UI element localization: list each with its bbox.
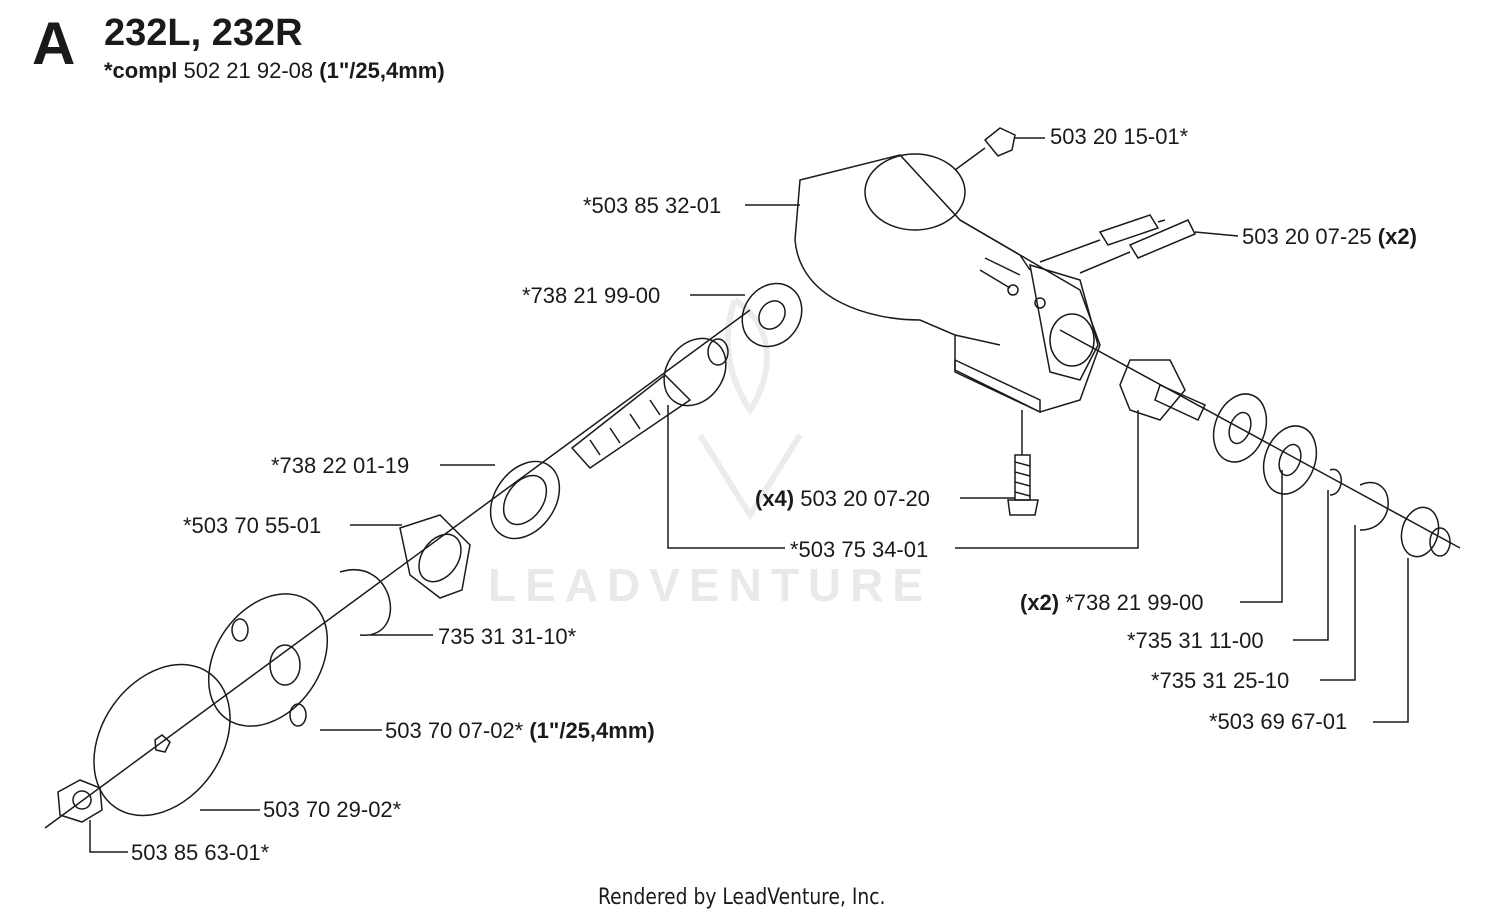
part-label[interactable]: *503 75 34-01 xyxy=(790,539,928,561)
part-number: *503 75 34-01 xyxy=(790,537,929,562)
bearing-right-2-part xyxy=(1262,425,1318,495)
part-label[interactable]: 503 85 63-01* xyxy=(131,842,269,864)
model-title: 232L, 232R xyxy=(104,12,303,54)
leader-lines xyxy=(89,204,1409,853)
thrust-sleeve-part xyxy=(1400,506,1451,558)
compl-size: (1"/25,4mm) xyxy=(319,58,445,83)
footer-credit: Rendered by LeadVenture, Inc. xyxy=(598,885,886,910)
compl-prefix: *compl xyxy=(104,58,178,83)
bottom-screw-part xyxy=(1007,410,1039,516)
cap-screws-part xyxy=(1039,214,1239,274)
part-number: *503 70 55-01 xyxy=(183,513,322,538)
guard-disc-part xyxy=(93,663,231,817)
part-number: *738 22 01-19 xyxy=(271,453,410,478)
retaining-ring-part xyxy=(339,569,392,636)
plug-screw-part xyxy=(954,127,1045,171)
section-letter: A xyxy=(32,10,76,77)
circlip-large-part xyxy=(1359,481,1389,531)
part-number: *735 31 25-10 xyxy=(1151,668,1290,693)
bearing-right-1-part xyxy=(1212,393,1268,463)
part-number: *503 69 67-01 xyxy=(1209,709,1348,734)
part-label[interactable]: *503 69 67-01 xyxy=(1209,711,1347,733)
part-label[interactable]: 503 20 07-25 (x2) xyxy=(1242,226,1417,248)
part-label[interactable]: 503 20 15-01* xyxy=(1050,126,1188,148)
part-number: 503 20 15-01* xyxy=(1050,124,1189,149)
part-number: *738 21 99-00 xyxy=(522,283,661,308)
part-label[interactable]: *738 21 99-00 xyxy=(522,285,660,307)
part-label[interactable]: *503 70 55-01 xyxy=(183,515,321,537)
part-label[interactable]: *503 85 32-01 xyxy=(583,195,721,217)
part-number: 503 70 07-02* xyxy=(385,718,524,743)
part-qty: (1"/25,4mm) xyxy=(529,718,655,743)
part-label[interactable]: *735 31 25-10 xyxy=(1151,670,1289,692)
part-number: *735 31 11-00 xyxy=(1127,628,1264,653)
part-number: 503 70 29-02* xyxy=(263,797,402,822)
part-number: 503 20 07-20 xyxy=(800,486,930,511)
part-qty: (x2) xyxy=(1377,224,1417,249)
watermark-logo xyxy=(697,297,803,521)
part-qty: (x2) xyxy=(1020,590,1060,615)
compl-number: 502 21 92-08 xyxy=(183,58,314,83)
part-qty: (x4) xyxy=(755,486,795,511)
seal-ring-part xyxy=(489,460,561,540)
part-number: 503 85 63-01* xyxy=(131,840,270,865)
circlip-small-part xyxy=(1329,468,1342,496)
pinion-shaft-part xyxy=(570,337,729,469)
part-label[interactable]: 735 31 31-10* xyxy=(438,626,576,648)
part-label[interactable]: *738 22 01-19 xyxy=(271,455,409,477)
washer-plate-part xyxy=(399,514,471,599)
part-label[interactable]: *735 31 11-00 xyxy=(1127,630,1264,652)
part-label[interactable]: (x2) *738 21 99-00 xyxy=(1020,592,1203,614)
part-label[interactable]: 503 70 07-02* (1"/25,4mm) xyxy=(385,720,655,742)
part-number: 503 20 07-25 xyxy=(1242,224,1372,249)
nut-part xyxy=(57,779,103,823)
part-label[interactable]: (x4) 503 20 07-20 xyxy=(755,488,930,510)
complete-assembly-label: *compl 502 21 92-08 (1"/25,4mm) xyxy=(104,60,445,82)
bearing-upper-part xyxy=(741,282,803,348)
gear-housing-part xyxy=(794,153,1101,414)
output-axis-line xyxy=(1059,329,1461,549)
part-number: *738 21 99-00 xyxy=(1065,590,1204,615)
drive-axis-line xyxy=(44,309,751,829)
watermark-text: LEADVENTURE xyxy=(488,559,933,611)
bevel-gear-part xyxy=(1119,359,1207,421)
support-cup-part xyxy=(207,593,329,727)
part-label[interactable]: 503 70 29-02* xyxy=(263,799,401,821)
part-number: 735 31 31-10* xyxy=(438,624,577,649)
part-number: *503 85 32-01 xyxy=(583,193,722,218)
